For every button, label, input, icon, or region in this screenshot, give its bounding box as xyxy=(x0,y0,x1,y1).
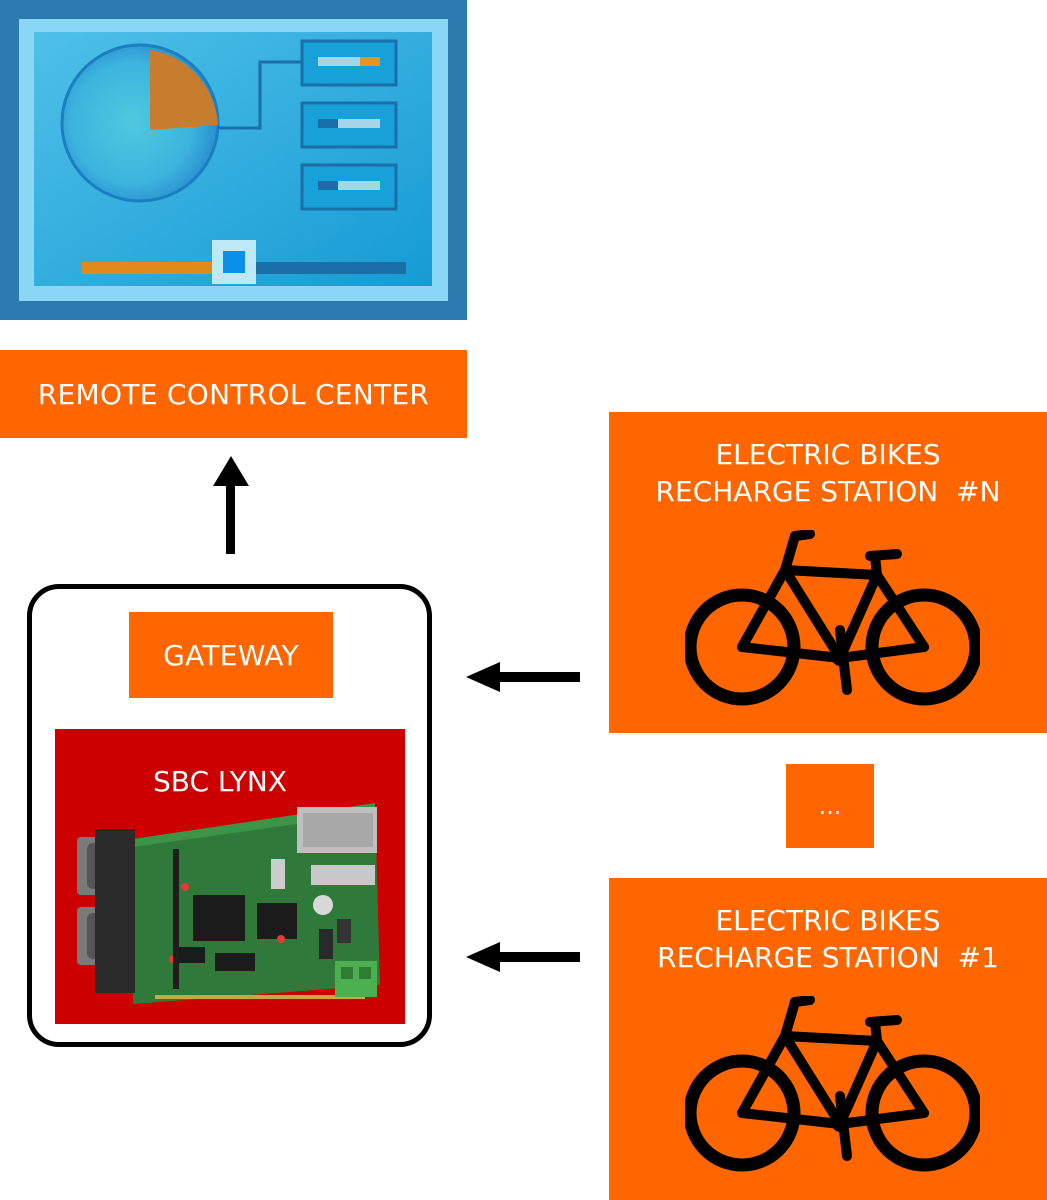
station-1-id: #1 xyxy=(957,941,999,974)
sbc-lynx-panel: SBC LYNX xyxy=(55,729,405,1024)
bicycle-icon xyxy=(683,529,983,714)
station-1-line1: ELECTRIC BIKES xyxy=(715,904,941,937)
sbc-lynx-label: SBC LYNX xyxy=(152,765,288,798)
dashboard-monitor-icon xyxy=(0,0,467,320)
remote-control-center-label: REMOTE CONTROL CENTER xyxy=(0,350,467,438)
circuit-board-image xyxy=(75,799,380,1013)
recharge-station-n: ELECTRIC BIKES RECHARGE STATION #N xyxy=(609,412,1047,733)
station-n-line1: ELECTRIC BIKES xyxy=(715,438,941,471)
station-n-id: #N xyxy=(956,475,1001,508)
gateway-label: GATEWAY xyxy=(129,612,333,698)
station-1-line2: RECHARGE STATION xyxy=(657,941,940,974)
left-arrow-icon xyxy=(466,662,580,692)
station-n-line2: RECHARGE STATION xyxy=(655,475,939,508)
left-arrow-icon xyxy=(466,942,580,972)
bicycle-icon xyxy=(683,995,983,1180)
ellipsis-box: ... xyxy=(786,764,874,848)
recharge-station-1: ELECTRIC BIKES RECHARGE STATION #1 xyxy=(609,878,1047,1200)
up-arrow-icon xyxy=(212,456,250,556)
